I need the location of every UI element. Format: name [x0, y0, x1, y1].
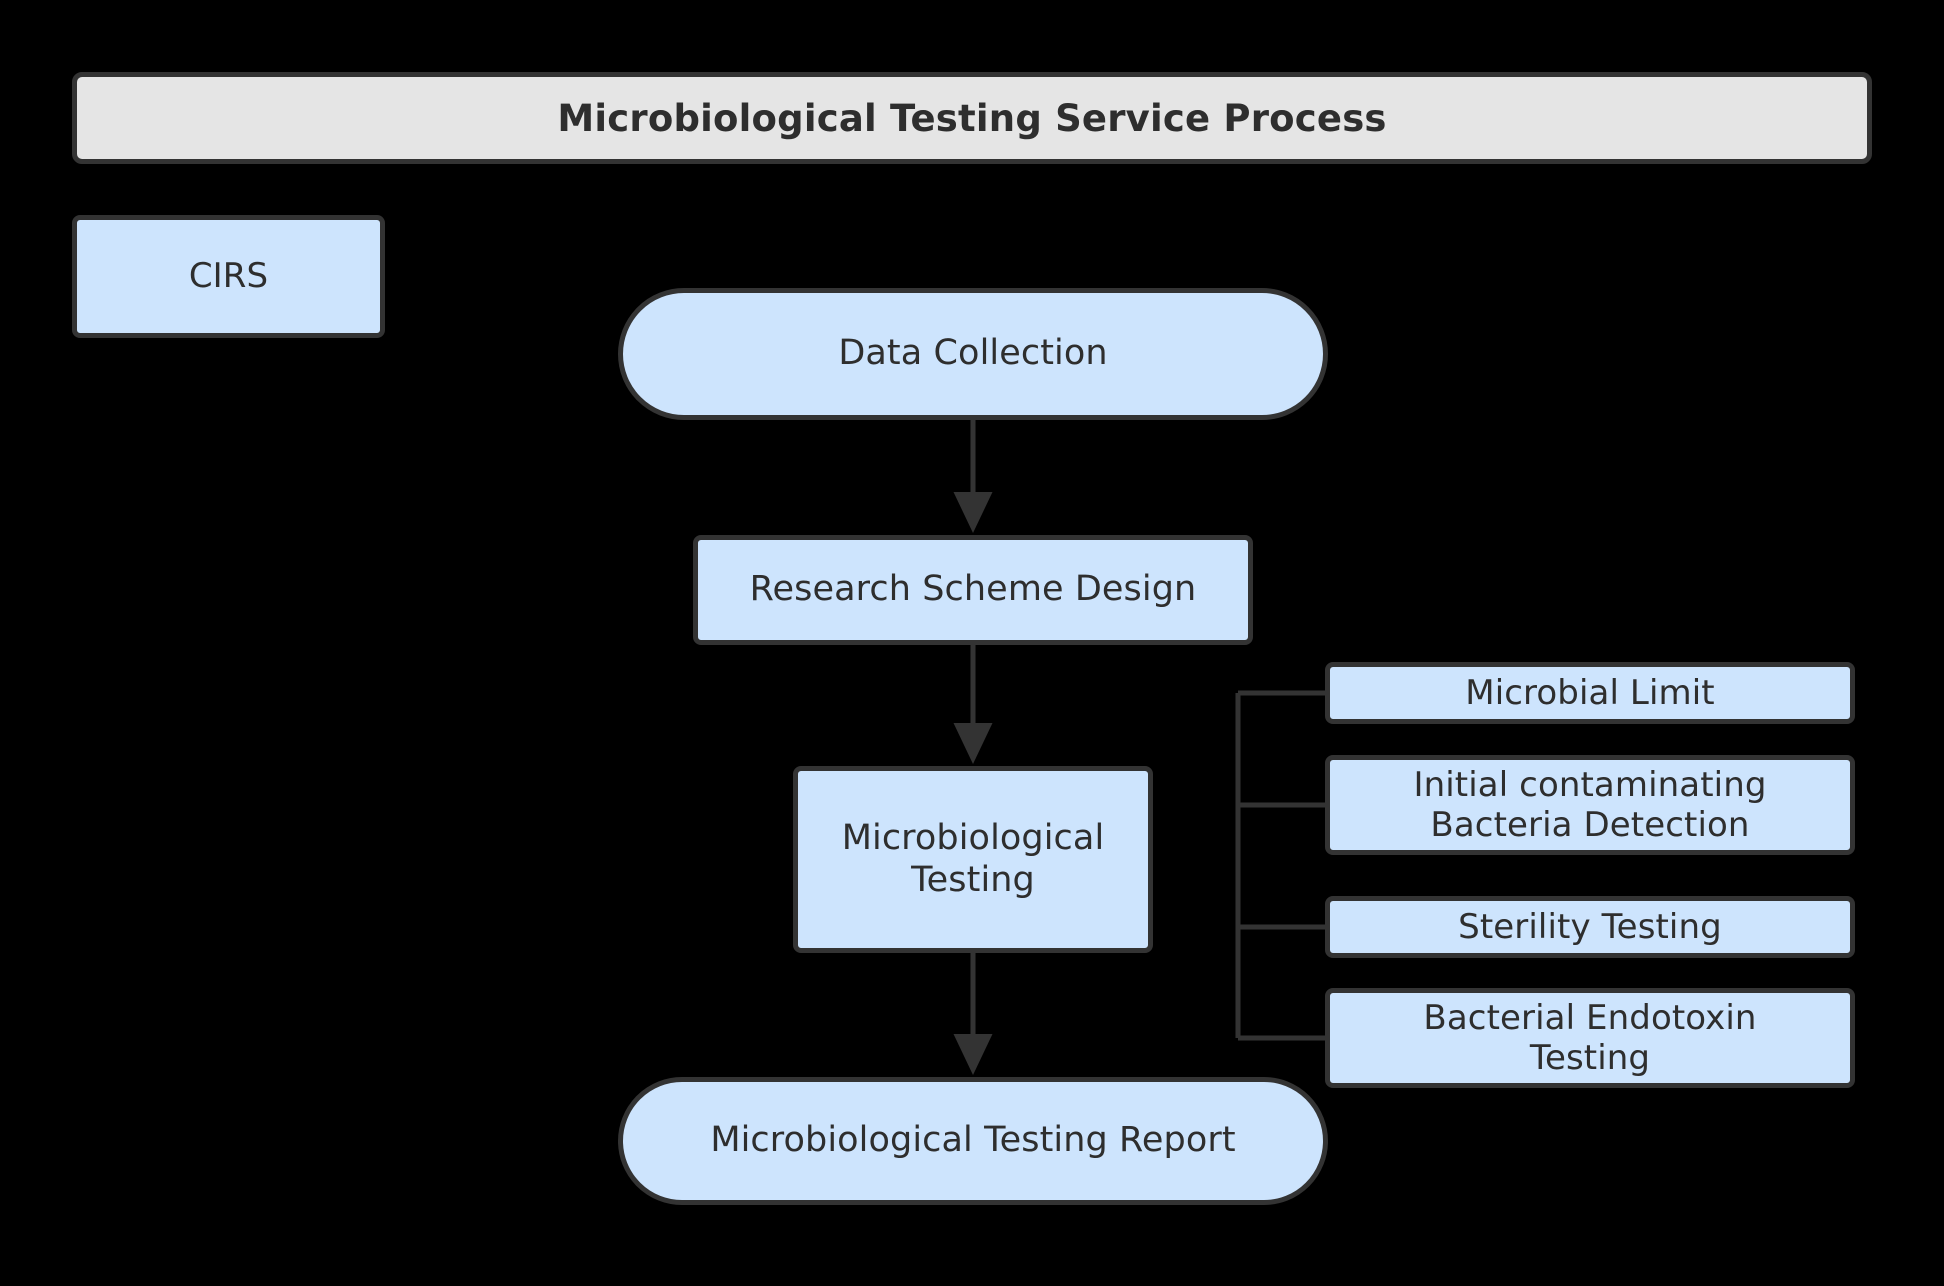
branch-node-bacterial-endotoxin-testing[interactable]: Bacterial Endotoxin Testing — [1325, 988, 1855, 1088]
flow-node-microbiological-testing-report[interactable]: Microbiological Testing Report — [618, 1077, 1328, 1205]
page-title: Microbiological Testing Service Process — [557, 96, 1387, 140]
diagram-title-banner: Microbiological Testing Service Process — [72, 72, 1872, 164]
flow-node-microbiological-testing[interactable]: Microbiological Testing — [793, 766, 1153, 953]
brand-box-cirs: CIRS — [72, 215, 385, 338]
branch-node-microbial-limit[interactable]: Microbial Limit — [1325, 662, 1855, 724]
flow-node-research-scheme-design[interactable]: Research Scheme Design — [693, 535, 1253, 645]
branch-node-initial-contaminating-bacteria-detection[interactable]: Initial contaminating Bacteria Detection — [1325, 755, 1855, 855]
branch-node-sterility-testing[interactable]: Sterility Testing — [1325, 896, 1855, 958]
flow-node-data-collection[interactable]: Data Collection — [618, 288, 1328, 420]
